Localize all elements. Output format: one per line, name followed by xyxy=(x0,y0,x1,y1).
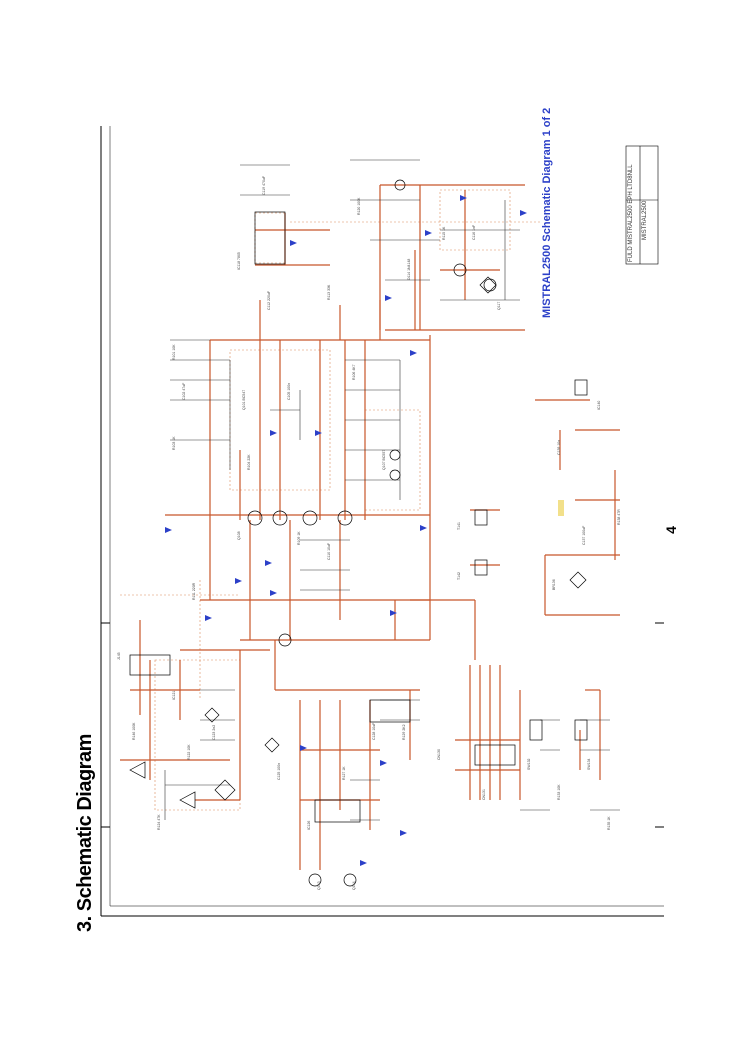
highlight-fuse xyxy=(558,500,564,516)
svg-text:C128 10uF: C128 10uF xyxy=(372,723,376,740)
title-block-model: MISTRAL2500 xyxy=(642,200,648,240)
svg-text:BR136: BR136 xyxy=(552,579,556,590)
svg-text:R104 22K: R104 22K xyxy=(247,454,251,470)
svg-text:R138 47R: R138 47R xyxy=(617,509,621,525)
svg-text:Q101 BC547: Q101 BC547 xyxy=(242,390,246,410)
svg-text:C125 100n: C125 100n xyxy=(277,763,281,780)
diagram-title: MISTRAL2500 Schematic Diagram 1 of 2 xyxy=(541,107,553,318)
svg-text:IC126: IC126 xyxy=(307,821,311,830)
svg-text:Q117: Q117 xyxy=(497,302,501,310)
svg-text:R129 2K2: R129 2K2 xyxy=(402,724,406,740)
svg-text:CN130: CN130 xyxy=(437,749,441,760)
svg-text:SW132: SW132 xyxy=(527,758,531,770)
svg-text:T141: T141 xyxy=(457,522,461,530)
svg-text:Q143: Q143 xyxy=(317,881,321,890)
svg-text:C116 1nF: C116 1nF xyxy=(472,225,476,240)
dashed-guides xyxy=(120,189,540,811)
diode-markers[interactable] xyxy=(165,195,527,866)
svg-text:R111 220R: R111 220R xyxy=(192,582,196,600)
svg-text:IC140: IC140 xyxy=(597,401,601,410)
svg-text:C110 10uF: C110 10uF xyxy=(327,543,331,560)
svg-text:R127 1K: R127 1K xyxy=(342,766,346,780)
svg-text:Q144: Q144 xyxy=(352,881,356,890)
svg-text:C137 100uF: C137 100uF xyxy=(582,526,586,545)
svg-text:R103 1K: R103 1K xyxy=(172,436,176,450)
svg-text:R122 10K: R122 10K xyxy=(187,744,191,760)
svg-text:IC118 7805: IC118 7805 xyxy=(237,252,241,270)
svg-text:C139 10n: C139 10n xyxy=(557,440,561,455)
svg-text:C105 100n: C105 100n xyxy=(287,383,291,400)
svg-text:C112 220uF: C112 220uF xyxy=(267,291,271,310)
svg-text:SW134: SW134 xyxy=(587,758,591,770)
svg-text:C102 47uF: C102 47uF xyxy=(182,383,186,400)
svg-text:R113 33K: R113 33K xyxy=(327,284,331,300)
svg-text:Q107 BC557: Q107 BC557 xyxy=(382,450,386,470)
svg-text:R109 1K: R109 1K xyxy=(297,531,301,545)
page-number: 4 xyxy=(662,526,679,534)
component-labels: R101 10K C102 47uF R103 1K Q101 BC547 R1… xyxy=(117,176,621,890)
svg-text:Q108: Q108 xyxy=(237,531,241,540)
title-block xyxy=(625,145,659,265)
svg-text:IC121: IC121 xyxy=(172,691,176,700)
svg-text:R124 47K: R124 47K xyxy=(157,814,161,830)
svg-text:R106 4K7: R106 4K7 xyxy=(352,364,356,380)
title-block-project: FULD MISTRAL2500 EPH LTD8NLL xyxy=(628,164,634,262)
svg-text:R101 10K: R101 10K xyxy=(172,344,176,360)
svg-text:T142: T142 xyxy=(457,572,461,580)
svg-text:C119 470uF: C119 470uF xyxy=(262,176,266,195)
svg-text:R133 10K: R133 10K xyxy=(557,784,561,800)
svg-text:C123 2n2: C123 2n2 xyxy=(212,725,216,740)
svg-text:R115 1K: R115 1K xyxy=(442,226,446,240)
page-heading: 3. Schematic Diagram xyxy=(74,734,96,932)
svg-text:D114 1N4148: D114 1N4148 xyxy=(407,259,411,280)
svg-text:R120 100K: R120 100K xyxy=(357,197,361,215)
svg-text:CN131: CN131 xyxy=(482,789,486,800)
svg-text:R135 1K: R135 1K xyxy=(607,816,611,830)
svg-text:R146 100K: R146 100K xyxy=(132,722,136,740)
svg-text:J145: J145 xyxy=(117,652,121,660)
sheet-frame xyxy=(100,126,664,917)
component-symbols xyxy=(129,179,588,887)
